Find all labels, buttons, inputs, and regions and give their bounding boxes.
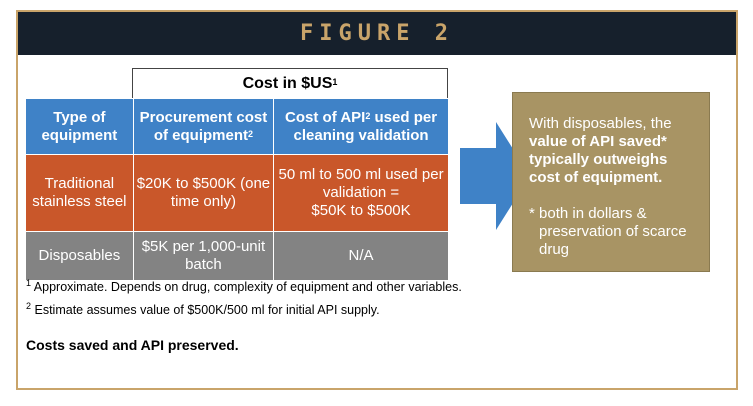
table-row: Disposables $5K per 1,000-unit batch N/A [25,231,449,281]
footnote-1: 1 Approximate. Depends on drug, complexi… [26,278,462,294]
callout-note: * both in dollars & preservation of scar… [529,205,687,258]
figure-caption: Costs saved and API preserved. [26,337,239,353]
cost-group-header-sup: 1 [332,76,338,87]
column-header-type: Type of equipment [25,98,134,155]
cost-group-header-label: Cost in $US [242,74,333,92]
figure-title: FIGURE 2 [300,21,454,46]
cell-type: Traditional stainless steel [25,154,134,232]
table-row: Traditional stainless steel $20K to $500… [25,154,449,232]
cost-comparison-table: Type of equipment Procurement cost of eq… [25,98,449,281]
figure-header: FIGURE 2 [18,12,736,55]
cell-procurement: $5K per 1,000-unit batch [132,231,275,281]
cell-api-cost: N/A [273,231,449,281]
table-header-row: Type of equipment Procurement cost of eq… [25,98,449,155]
cell-api-cost: 50 ml to 500 ml used per validation = $5… [273,154,449,232]
column-header-procurement: Procurement cost of equipment2 [132,98,275,155]
callout-box: With disposables, the value of API saved… [512,92,710,272]
footnote-2: 2 Estimate assumes value of $500K/500 ml… [26,301,380,317]
callout-text: With disposables, the value of API saved… [529,115,672,186]
cell-type: Disposables [25,231,134,281]
column-header-api-cost: Cost of API2 used per cleaning validatio… [273,98,449,155]
cell-procurement: $20K to $500K (one time only) [132,154,275,232]
